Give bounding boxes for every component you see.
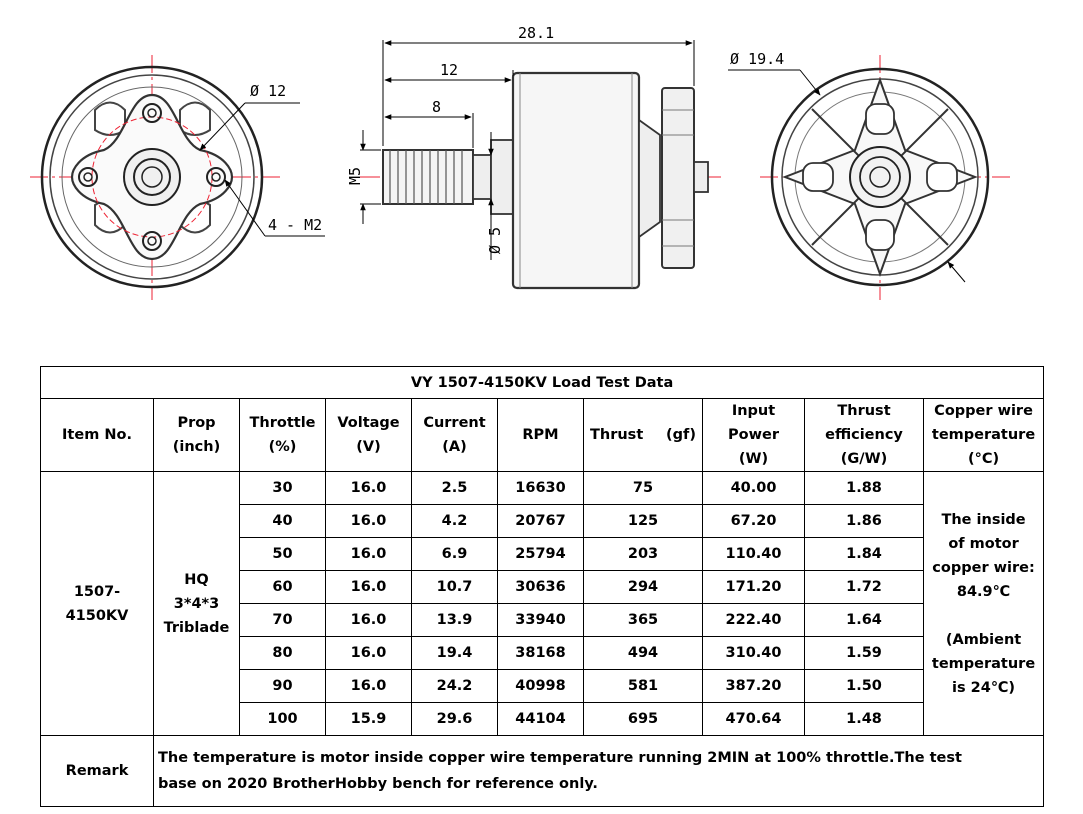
motor-technical-drawing: Ø 12 4 - M2 [30,24,1010,300]
header-row: Item No. Prop (inch) Throttle (%) Voltag… [40,398,1045,472]
input-power-cell: 222.40 [702,603,805,637]
input-power-cell: 40.00 [702,471,805,505]
thrust-cell: 203 [583,537,703,571]
throttle-cell: 60 [239,570,326,604]
thrust-cell: 75 [583,471,703,505]
header-current: Current (A) [411,398,498,472]
thrust-cell: 365 [583,603,703,637]
current-cell: 29.6 [411,702,498,736]
header-thrust-label: Thrust [590,427,644,443]
current-cell: 10.7 [411,570,498,604]
thrust-cell: 581 [583,669,703,703]
thrust-cell: 125 [583,504,703,538]
input-power-cell: 470.64 [702,702,805,736]
rpm-cell: 38168 [497,636,584,670]
voltage-cell: 16.0 [325,636,412,670]
voltage-cell: 16.0 [325,570,412,604]
voltage-cell: 16.0 [325,504,412,538]
thrust-efficiency-cell: 1.50 [804,669,924,703]
input-power-cell: 67.20 [702,504,805,538]
header-voltage: Voltage (V) [325,398,412,472]
body-length-label: 12 [440,61,458,79]
prop-cell: HQ 3*4*3 Triblade [153,471,240,736]
header-input-power: Input Power (W) [702,398,805,472]
table-title: VY 1507-4150KV Load Test Data [39,366,1045,399]
thrust-efficiency-cell: 1.88 [804,471,924,505]
header-copper-temperature: Copper wire temperature (°C) [922,398,1045,472]
remark-text: The temperature is motor inside copper w… [152,735,1045,807]
rpm-cell: 44104 [497,702,584,736]
front-holes-label: 4 - M2 [268,216,322,234]
rear-view: Ø 19.4 [728,50,1010,300]
throttle-cell: 100 [239,702,326,736]
thrust-efficiency-cell: 1.64 [804,603,924,637]
current-cell: 4.2 [411,504,498,538]
front-diameter-label: Ø 12 [250,82,286,100]
current-cell: 2.5 [411,471,498,505]
input-power-cell: 387.20 [702,669,805,703]
voltage-cell: 16.0 [325,471,412,505]
input-power-cell: 110.40 [702,537,805,571]
side-view: 28.1 12 8 M5 Ø 5 [346,24,725,290]
thrust-efficiency-cell: 1.59 [804,636,924,670]
shaft-diameter-label: Ø 5 [486,227,504,254]
front-view: Ø 12 4 - M2 [30,55,325,300]
rpm-cell: 25794 [497,537,584,571]
thrust-efficiency-cell: 1.84 [804,537,924,571]
shaft-length-label: 8 [432,98,441,116]
current-cell: 13.9 [411,603,498,637]
voltage-cell: 16.0 [325,537,412,571]
header-thrust-unit: (gf) [666,427,696,443]
thrust-cell: 294 [583,570,703,604]
throttle-cell: 90 [239,669,326,703]
voltage-cell: 15.9 [325,702,412,736]
throttle-cell: 70 [239,603,326,637]
header-throttle: Throttle (%) [239,398,326,472]
throttle-cell: 80 [239,636,326,670]
copper-temperature-note: The inside of motor copper wire: 84.9℃ (… [922,471,1045,736]
thread-label: M5 [346,167,364,185]
header-rpm: RPM [497,398,584,472]
rpm-cell: 20767 [497,504,584,538]
header-item-no: Item No. [40,398,154,472]
thrust-efficiency-cell: 1.86 [804,504,924,538]
current-cell: 24.2 [411,669,498,703]
rpm-cell: 16630 [497,471,584,505]
current-cell: 6.9 [411,537,498,571]
rpm-cell: 33940 [497,603,584,637]
thrust-efficiency-cell: 1.72 [804,570,924,604]
remark-label: Remark [40,735,154,807]
voltage-cell: 16.0 [325,669,412,703]
rpm-cell: 30636 [497,570,584,604]
thrust-cell: 695 [583,702,703,736]
input-power-cell: 310.40 [702,636,805,670]
voltage-cell: 16.0 [325,603,412,637]
rpm-cell: 40998 [497,669,584,703]
throttle-cell: 40 [239,504,326,538]
total-length-label: 28.1 [518,24,554,42]
input-power-cell: 171.20 [702,570,805,604]
header-thrust-efficiency: Thrust efficiency (G/W) [804,398,924,472]
header-thrust: Thrust (gf) [583,398,703,472]
current-cell: 19.4 [411,636,498,670]
thrust-cell: 494 [583,636,703,670]
thrust-efficiency-cell: 1.48 [804,702,924,736]
header-prop: Prop (inch) [153,398,240,472]
throttle-cell: 50 [239,537,326,571]
throttle-cell: 30 [239,471,326,505]
rear-diameter-label: Ø 19.4 [730,50,784,68]
item-no-cell: 1507- 4150KV [40,471,154,736]
load-test-table: VY 1507-4150KV Load Test Data Item No. P… [39,366,1045,807]
